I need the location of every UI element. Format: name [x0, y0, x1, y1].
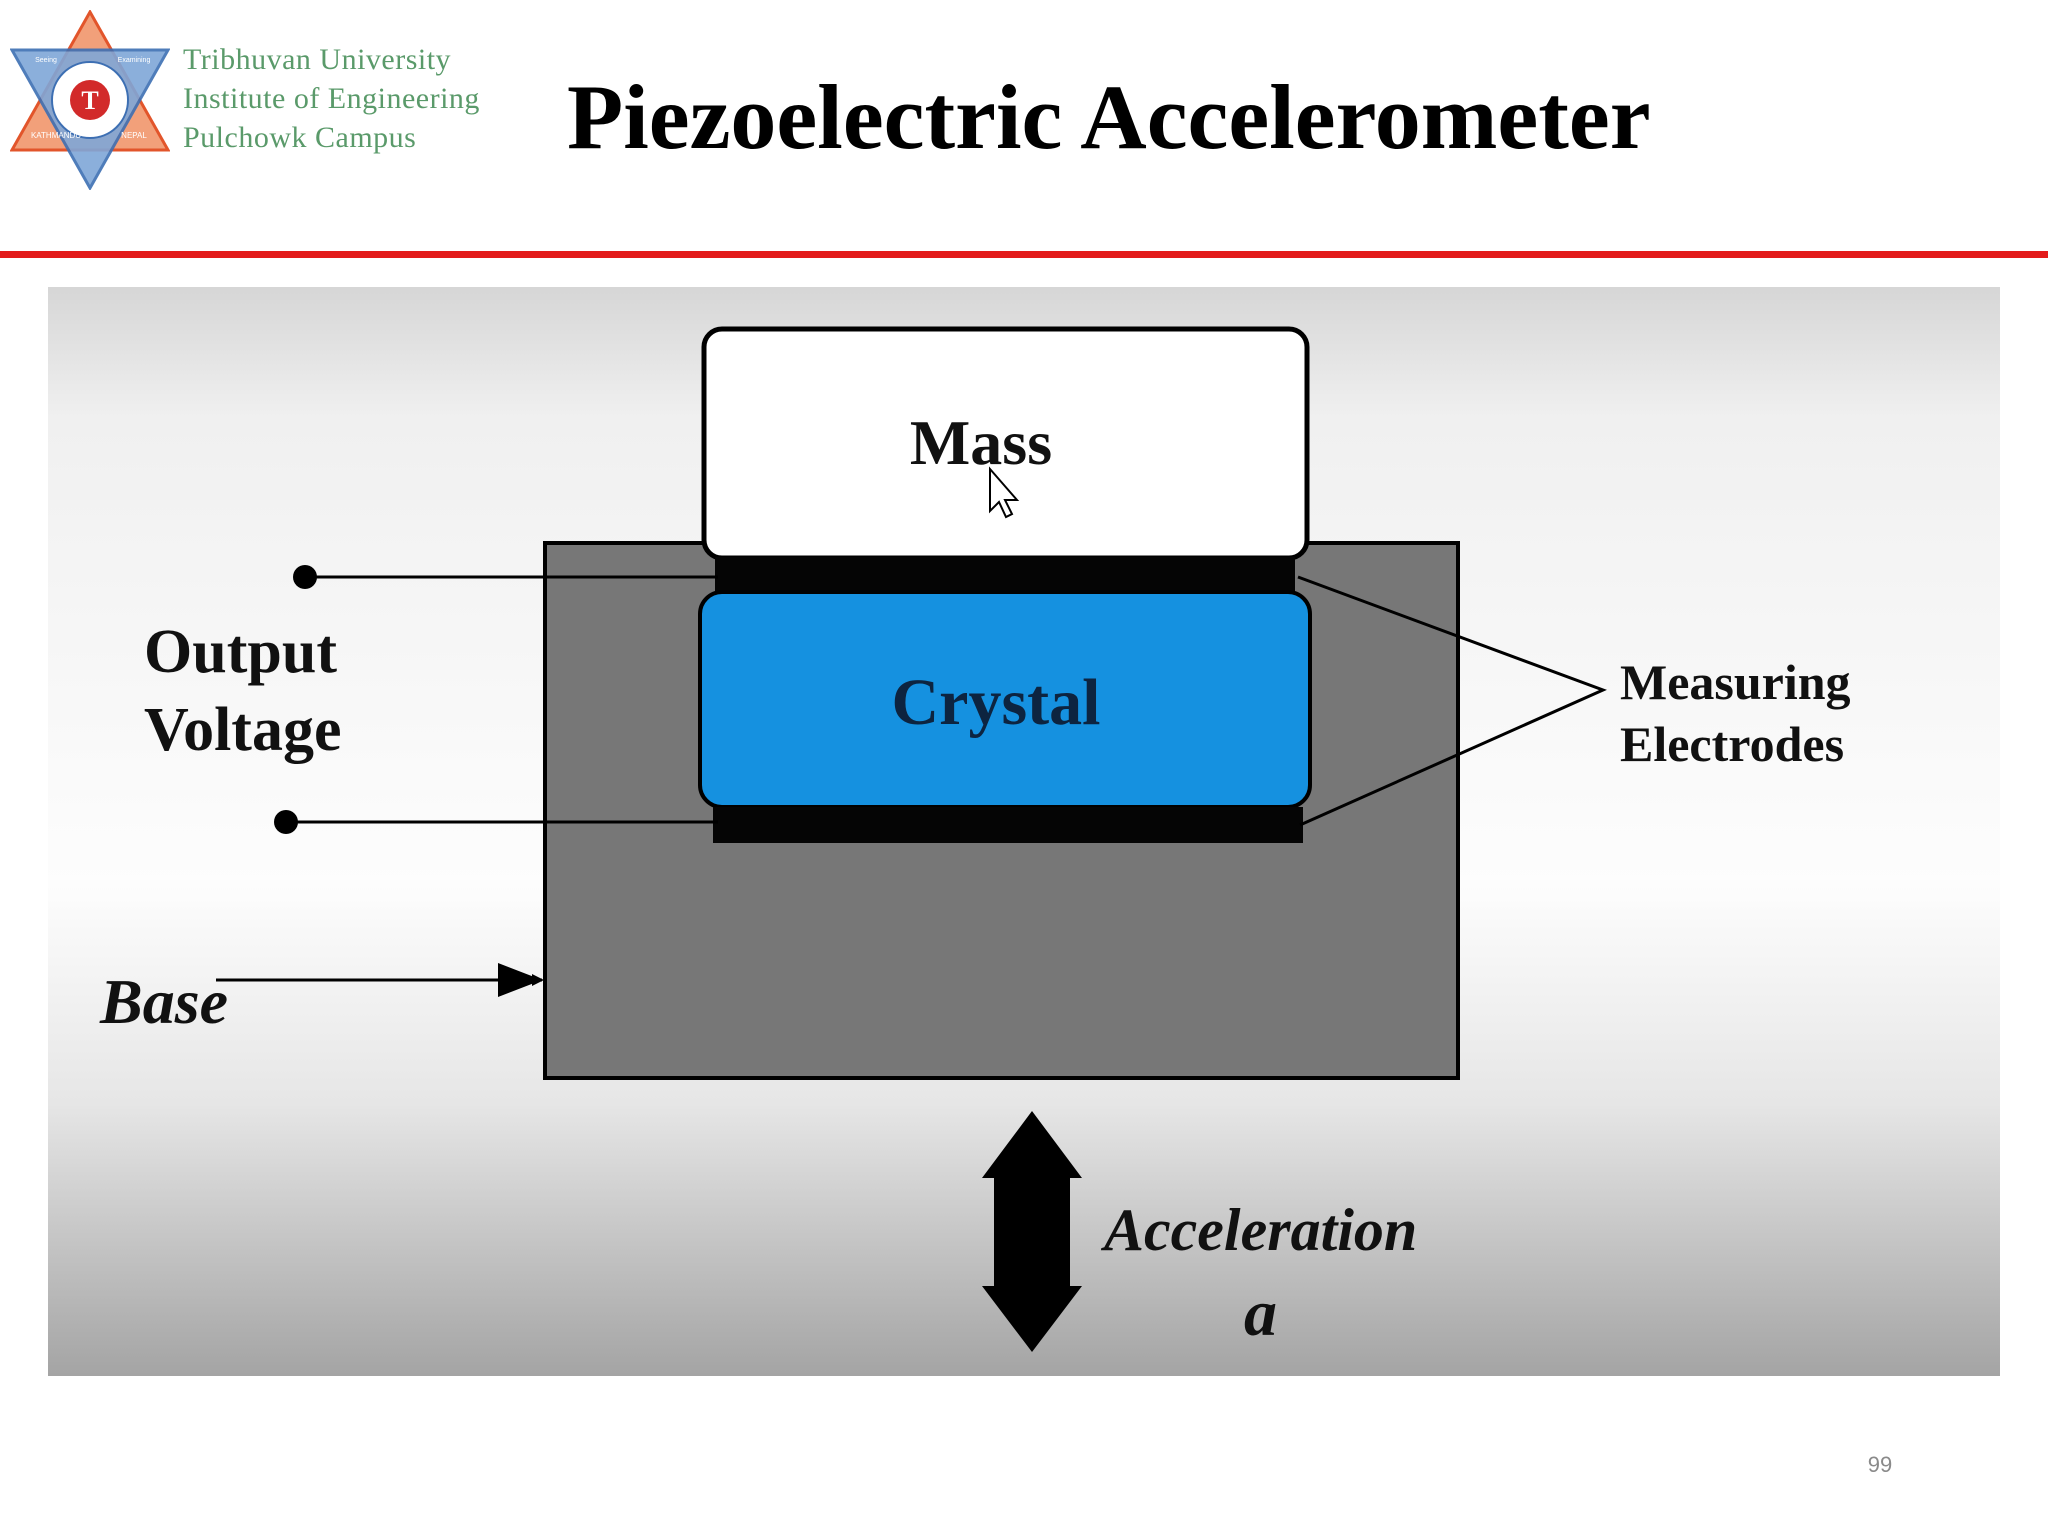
header-divider	[0, 251, 2048, 258]
acceleration-double-arrow	[982, 1111, 1082, 1352]
electrode-pointer-lines	[1297, 575, 1607, 827]
institution-line-campus: Pulchowk Campus	[183, 121, 417, 154]
crystal-label: Crystal	[892, 666, 1101, 739]
measuring-electrodes-label-line2: Electrodes	[1620, 716, 1844, 772]
mouse-cursor-icon	[989, 466, 1020, 519]
slide-title: Piezoelectric Accelerometer	[567, 66, 1651, 168]
page-number: 99	[1867, 1452, 1893, 1477]
acceleration-label: Acceleration	[1100, 1197, 1417, 1263]
logo-ring-text-top-left: Seeing	[35, 57, 57, 64]
output-voltage-label-line1: Output	[144, 618, 337, 686]
accelerometer-diagram: Mass Crystal Output Voltage Measuring El…	[48, 287, 2000, 1376]
logo-center-disc	[70, 80, 110, 120]
mass-label: Mass	[910, 407, 1052, 478]
logo-ring-text-left: KATHMANDU	[31, 131, 81, 140]
logo-ring-text-top-right: Examining	[118, 57, 151, 64]
logo-center-letter: T	[81, 86, 98, 115]
logo-ring-text-right: NEPAL	[121, 131, 147, 140]
output-terminal-bottom	[274, 810, 298, 834]
base-label: Base	[99, 966, 228, 1037]
institution-line-university: Tribhuvan University	[183, 43, 452, 76]
top-electrode	[715, 557, 1295, 595]
bottom-electrode	[713, 807, 1303, 843]
output-terminal-top	[293, 565, 317, 589]
output-voltage-label-line2: Voltage	[144, 696, 341, 764]
measuring-electrodes-label-line1: Measuring	[1620, 654, 1851, 710]
base-arrow-head	[498, 963, 542, 997]
university-logo: T KATHMANDU NEPAL Seeing Examining	[10, 10, 170, 190]
acceleration-symbol: a	[1244, 1277, 1277, 1350]
institution-block: Tribhuvan University Institute of Engine…	[183, 40, 480, 157]
institution-line-institute: Institute of Engineering	[183, 82, 480, 115]
